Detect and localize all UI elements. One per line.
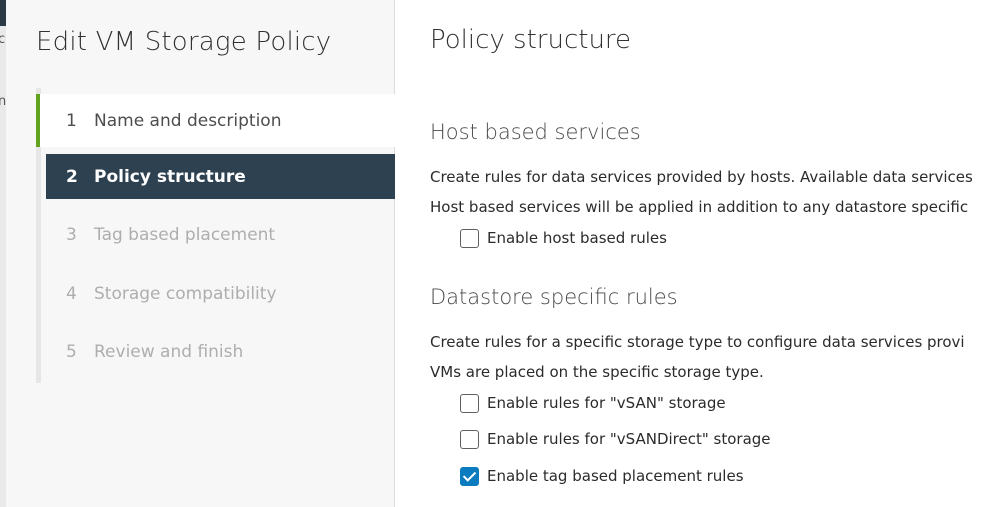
enable-vsandirect-rules-checkbox[interactable]: Enable rules for "vSANDirect" storage xyxy=(460,428,771,450)
step-label: Policy structure xyxy=(94,166,246,187)
wizard-step-storage-compatibility: 4 Storage compatibility xyxy=(36,271,395,316)
step-label: Tag based placement xyxy=(94,224,276,245)
page-title: Policy structure xyxy=(430,25,632,55)
wizard-step-policy-structure[interactable]: 2 Policy structure xyxy=(46,154,395,199)
enable-tag-based-placement-checkbox[interactable]: Enable tag based placement rules xyxy=(460,465,744,487)
checkbox-label: Enable rules for "vSAN" storage xyxy=(487,394,726,412)
wizard-step-name-and-description[interactable]: 1 Name and description xyxy=(36,94,395,147)
step-number: 4 xyxy=(66,283,77,304)
checkbox-checked-icon[interactable] xyxy=(460,466,479,486)
enable-vsan-rules-checkbox[interactable]: Enable rules for "vSAN" storage xyxy=(460,392,726,414)
enable-host-based-rules-checkbox[interactable]: Enable host based rules xyxy=(460,227,667,249)
step-number: 5 xyxy=(66,341,77,362)
background-header xyxy=(0,0,6,26)
datastore-specific-rules-description: VMs are placed on the specific storage t… xyxy=(430,363,764,381)
wizard-step-nav: Edit VM Storage Policy 1 Name and descri… xyxy=(6,0,395,507)
checkbox-unchecked-icon[interactable] xyxy=(460,429,479,449)
datastore-specific-rules-heading: Datastore specific rules xyxy=(430,285,678,309)
checkbox-label: Enable rules for "vSANDirect" storage xyxy=(487,430,771,448)
host-based-services-description: Host based services will be applied in a… xyxy=(430,198,969,216)
step-label: Name and description xyxy=(94,110,282,131)
host-based-services-heading: Host based services xyxy=(430,120,641,144)
checkbox-unchecked-icon[interactable] xyxy=(460,393,479,413)
datastore-specific-rules-description: Create rules for a specific storage type… xyxy=(430,333,965,351)
wizard-step-review-and-finish: 5 Review and finish xyxy=(36,329,395,374)
checkbox-unchecked-icon[interactable] xyxy=(460,228,479,248)
step-number: 1 xyxy=(66,110,77,131)
checkbox-label: Enable tag based placement rules xyxy=(487,467,744,485)
checkbox-label: Enable host based rules xyxy=(487,229,667,247)
step-number: 2 xyxy=(66,166,78,187)
background-app: c nt xyxy=(0,0,11,507)
step-number: 3 xyxy=(66,224,77,245)
step-label: Storage compatibility xyxy=(94,283,277,304)
wizard-step-tag-based-placement: 3 Tag based placement xyxy=(36,212,395,257)
background-text-fragment: c xyxy=(0,32,6,47)
steps-track xyxy=(36,88,41,383)
wizard-title: Edit VM Storage Policy xyxy=(36,27,332,57)
step-label: Review and finish xyxy=(94,341,244,362)
wizard-content: Policy structure Host based services Cre… xyxy=(396,0,985,507)
host-based-services-description: Create rules for data services provided … xyxy=(430,168,973,186)
background-text-fragment: nt xyxy=(0,94,11,109)
